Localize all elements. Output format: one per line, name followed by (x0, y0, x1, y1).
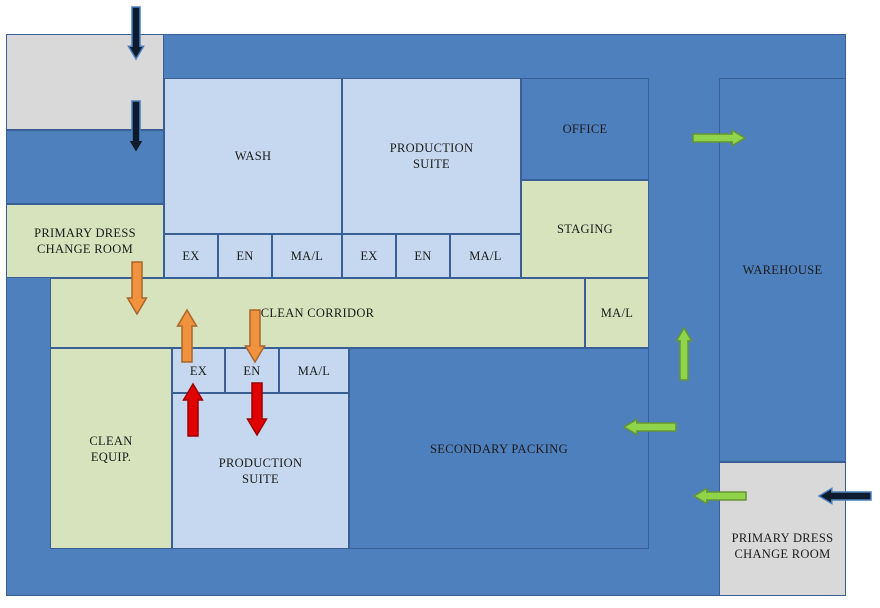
arrow-corridor-up (675, 326, 693, 381)
arrow-dress-right-out (692, 487, 747, 505)
arrow-entry-right (817, 487, 872, 505)
room-label: STAGING (557, 222, 613, 236)
room-ex-3[interactable]: EX (172, 348, 225, 393)
room-staging[interactable]: STAGING (521, 180, 649, 278)
room-label: SECONDARY PACKING (430, 441, 568, 456)
room-label: OFFICE (562, 122, 608, 136)
room-clean-equip[interactable]: CLEAN EQUIP. (50, 348, 172, 549)
room-label: WASH (234, 149, 272, 163)
primary-dress-change-room-right[interactable]: PRIMARY DRESS CHANGE ROOM (719, 462, 846, 596)
room-mal-2[interactable]: MA/L (450, 234, 521, 278)
room-en-1[interactable]: EN (218, 234, 272, 278)
room-mal-3[interactable]: MA/L (279, 348, 349, 393)
room-label: CLEAN EQUIP. (89, 433, 133, 464)
room-mal-1[interactable]: MA/L (272, 234, 342, 278)
arrow-en-to-suite (246, 382, 268, 437)
room-label: EX (360, 249, 378, 263)
room-warehouse[interactable]: WAREHOUSE (719, 78, 846, 462)
room-label: MA/L (469, 249, 502, 263)
room-label: PRIMARY DRESS CHANGE ROOM (731, 531, 834, 561)
arrow-corridor-to-en (244, 309, 266, 364)
room-label: EN (414, 249, 432, 263)
room-label: CLEAN CORRIDOR (260, 306, 375, 320)
room-ex-1[interactable]: EX (164, 234, 218, 278)
room-en-2[interactable]: EN (396, 234, 450, 278)
arrow-dress-to-corridor (126, 261, 148, 316)
arrow-entry-top-1 (127, 6, 145, 61)
room-wash[interactable]: WASH (164, 78, 342, 234)
room-ex-2[interactable]: EX (342, 234, 396, 278)
room-secondary-packing[interactable]: SECONDARY PACKING (349, 348, 649, 549)
arrow-to-secondary-packing (622, 418, 677, 436)
room-label: EN (243, 363, 261, 378)
arrow-suite-to-ex (182, 382, 204, 437)
room-office[interactable]: OFFICE (521, 78, 649, 180)
room-label: PRIMARY DRESS CHANGE ROOM (34, 226, 136, 256)
room-label: EN (236, 249, 254, 263)
room-label: EX (189, 363, 208, 378)
arrow-office-to-warehouse (692, 129, 747, 147)
room-label: MA/L (600, 306, 634, 320)
room-label: MA/L (297, 363, 331, 378)
room-label: MA/L (290, 249, 324, 263)
room-mal-corridor[interactable]: MA/L (585, 278, 649, 348)
primary-dress-change-room-left[interactable]: PRIMARY DRESS CHANGE ROOM (6, 204, 164, 278)
room-label: WAREHOUSE (742, 263, 823, 277)
room-label: PRODUCTION SUITE (218, 456, 303, 486)
room-label: EX (182, 249, 200, 263)
arrow-ex-to-corridor (176, 308, 198, 363)
room-label: PRODUCTION SUITE (389, 141, 474, 171)
arrow-entry-top-2 (127, 100, 145, 155)
room-production-suite-top[interactable]: PRODUCTION SUITE (342, 78, 521, 234)
